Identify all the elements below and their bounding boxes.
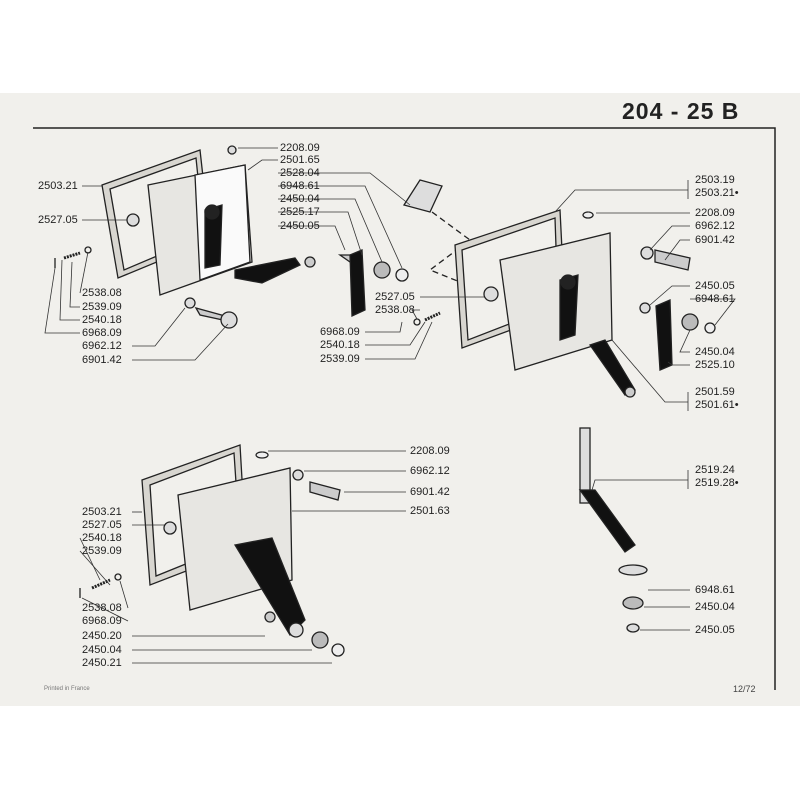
part-label: 2501.63 [410,505,450,517]
part-label: 2501.61• [695,399,739,411]
page-frame [33,127,776,690]
part-label: 6901.42 [82,354,122,366]
housing-top-right [413,209,716,398]
housing-bottom-left [79,444,345,657]
printed-note: Printed in France [44,686,90,692]
part-label: 2208.09 [280,142,320,154]
part-label: 2525.17 [280,206,320,218]
housing-top-left [54,145,481,329]
part-label: 6962.12 [695,220,735,232]
part-label: 2450.21 [82,657,122,669]
part-label: 2538.08 [82,287,122,299]
part-label: 6948.61 [695,584,735,596]
part-label: 2503.21 [82,506,122,518]
part-label: 2527.05 [375,291,415,303]
part-label: 2527.05 [82,519,122,531]
part-label: 2538.08 [82,602,122,614]
part-label: 6962.12 [82,340,122,352]
page-number: 12/72 [733,684,756,694]
part-label: 6948.61 [280,180,320,192]
part-label: 2450.04 [695,601,735,613]
part-label: 6968.09 [320,326,360,338]
part-label: 2450.05 [695,624,735,636]
part-label: 2528.04 [280,167,320,179]
part-label: 2527.05 [38,214,78,226]
part-label: 2503.21• [695,187,739,199]
part-label: 2208.09 [410,445,450,457]
part-label: 2503.21 [38,180,78,192]
part-label: 2540.18 [82,532,122,544]
part-label: 2539.09 [82,301,122,313]
part-label: 2539.09 [82,545,122,557]
part-label: 2503.19 [695,174,735,186]
page-title: 204 - 25 B [622,98,740,124]
part-label: 6901.42 [410,486,450,498]
part-label: 2501.65 [280,154,320,166]
part-label: 6901.42 [695,234,735,246]
part-label: 6968.09 [82,615,122,627]
part-label: 6948.61 [695,293,735,305]
part-label: 2540.18 [320,339,360,351]
shaft-lever-assembly [578,427,648,633]
leader-lines [44,147,736,664]
part-label: 2450.20 [82,630,122,642]
part-label: 2450.05 [695,280,735,292]
part-label: 2519.24 [695,464,735,476]
part-label: 2501.59 [695,386,735,398]
part-label: 2539.09 [320,353,360,365]
part-label: 2540.18 [82,314,122,326]
part-label: 6962.12 [410,465,450,477]
part-label: 2450.04 [695,346,735,358]
part-label: 2519.28• [695,477,739,489]
part-label: 2538.08 [375,304,415,316]
part-label: 6968.09 [82,327,122,339]
part-label: 2208.09 [695,207,735,219]
part-label: 2450.04 [82,644,122,656]
part-label: 2450.04 [280,193,320,205]
part-label: 2525.10 [695,359,735,371]
part-label: 2450.05 [280,220,320,232]
